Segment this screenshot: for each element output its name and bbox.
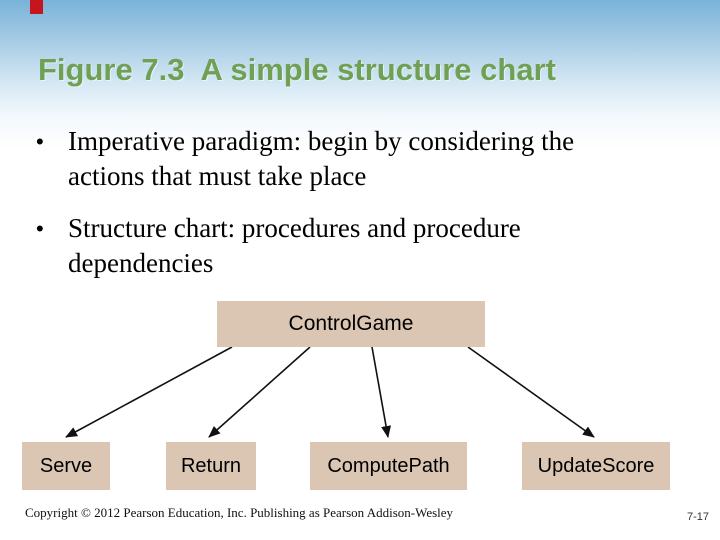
bullet-line: Structure chart: procedures and procedur… xyxy=(68,213,521,243)
bullet-dot: • xyxy=(36,129,44,154)
bullet-line: dependencies xyxy=(68,248,214,278)
bullet-list: • Imperative paradigm: begin by consider… xyxy=(30,124,678,281)
bullet-item: • Structure chart: procedures and proced… xyxy=(30,211,678,281)
arrow-to-return xyxy=(208,346,311,438)
bullet-item: • Imperative paradigm: begin by consider… xyxy=(30,124,678,194)
arrow-to-updatescore xyxy=(467,346,595,438)
node-return: Return xyxy=(166,442,256,490)
node-updatescore: UpdateScore xyxy=(522,442,670,490)
bullet-dot: • xyxy=(36,216,44,241)
arrow-to-computepath xyxy=(371,346,391,438)
copyright-footer: Copyright © 2012 Pearson Education, Inc.… xyxy=(25,505,454,520)
node-computepath: ComputePath xyxy=(310,442,467,490)
bullet-line: actions that must take place xyxy=(68,161,367,191)
red-corner-tab xyxy=(30,0,43,14)
node-serve: Serve xyxy=(22,442,110,490)
bullet-line: Imperative paradigm: begin by considerin… xyxy=(68,126,575,156)
page-number: 7-17 xyxy=(687,511,710,523)
slide-title: Figure 7.3 A simple structure chart xyxy=(38,51,556,87)
node-controlgame: ControlGame xyxy=(217,301,485,347)
arrow-to-serve xyxy=(65,346,233,438)
